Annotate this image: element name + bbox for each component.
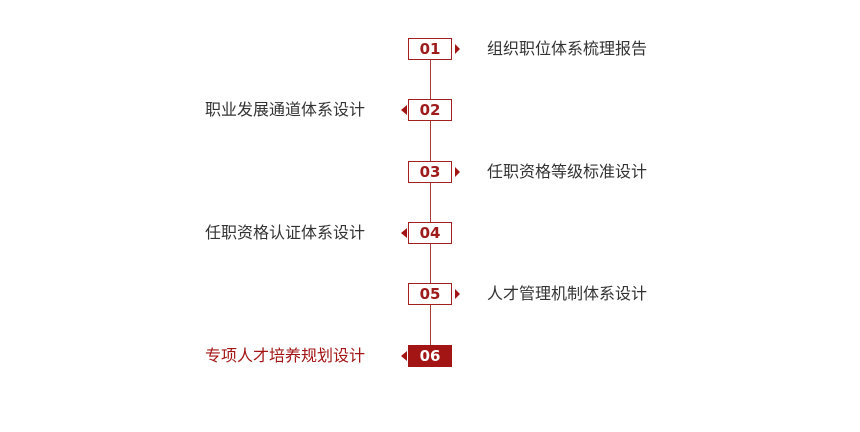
timeline-step-06[interactable]: 06 专项人才培养规划设计	[0, 345, 860, 369]
arrow-right-icon	[455, 167, 460, 177]
step-label: 人才管理机制体系设计	[487, 284, 648, 303]
arrow-right-icon	[455, 44, 460, 54]
arrow-left-icon	[401, 105, 407, 115]
step-label: 组织职位体系梳理报告	[487, 39, 648, 58]
timeline-step-01[interactable]: 01 组织职位体系梳理报告	[0, 38, 860, 62]
step-number-badge[interactable]: 03	[408, 161, 452, 183]
step-number-badge[interactable]: 05	[408, 283, 452, 305]
timeline-step-04[interactable]: 04 任职资格认证体系设计	[0, 222, 860, 246]
step-label: 任职资格认证体系设计	[204, 223, 365, 242]
step-number-badge[interactable]: 02	[408, 99, 452, 121]
arrow-left-icon	[401, 351, 407, 361]
step-number-badge[interactable]: 04	[408, 222, 452, 244]
arrow-right-icon	[455, 289, 460, 299]
arrow-left-icon	[401, 228, 407, 238]
step-label-active: 专项人才培养规划设计	[204, 346, 365, 365]
timeline-axis	[430, 60, 431, 358]
timeline-step-02[interactable]: 02 职业发展通道体系设计	[0, 99, 860, 123]
timeline-step-03[interactable]: 03 任职资格等级标准设计	[0, 161, 860, 185]
step-label: 职业发展通道体系设计	[204, 100, 365, 119]
timeline-step-05[interactable]: 05 人才管理机制体系设计	[0, 283, 860, 307]
step-number-badge[interactable]: 01	[408, 38, 452, 60]
step-label: 任职资格等级标准设计	[487, 162, 648, 181]
step-number-badge-active[interactable]: 06	[408, 345, 452, 367]
